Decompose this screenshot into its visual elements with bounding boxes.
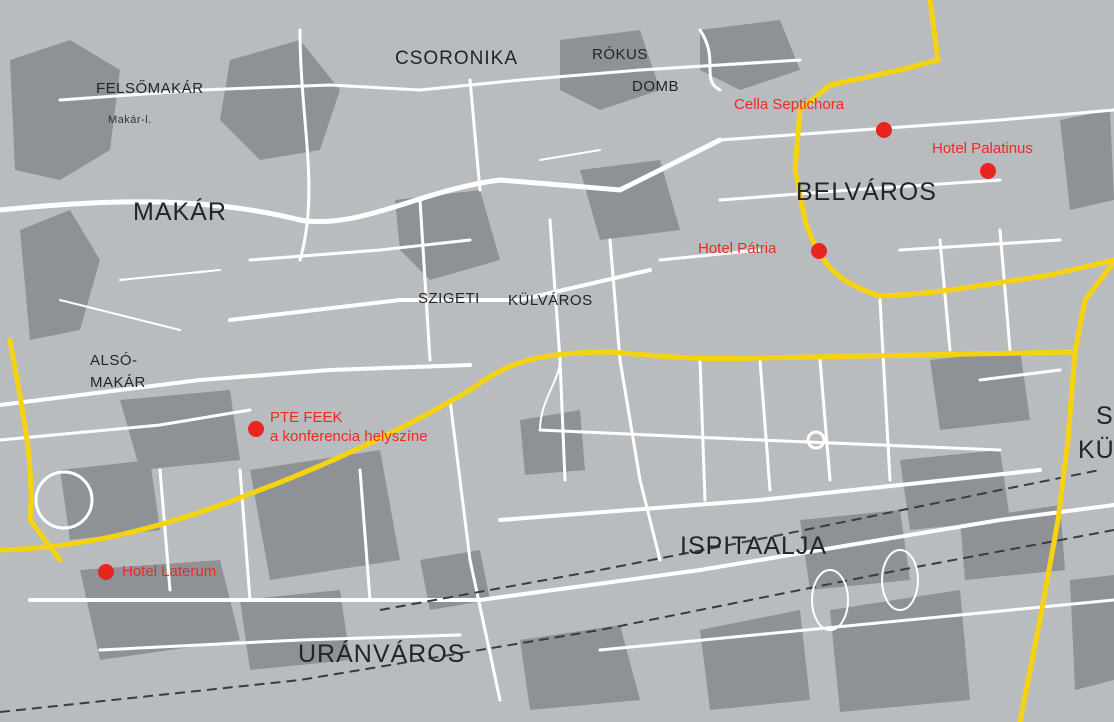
district-label-csoronika: CSORONIKA bbox=[395, 48, 519, 69]
district-label-ispitaalja: ISPITAALJA bbox=[680, 532, 828, 560]
poi-marker-palatinus[interactable] bbox=[980, 163, 996, 179]
streets bbox=[0, 28, 1114, 702]
poi-marker-cella[interactable] bbox=[876, 122, 892, 138]
poi-label-laterum[interactable]: Hotel Laterum bbox=[122, 563, 217, 580]
district-label-makar-l: Makár-l. bbox=[108, 114, 152, 126]
railway-line bbox=[0, 469, 1114, 713]
poi-marker-laterum[interactable] bbox=[98, 564, 114, 580]
district-label-kulvaros: KÜLVÁROS bbox=[508, 292, 593, 309]
poi-marker-patria[interactable] bbox=[811, 243, 827, 259]
district-label-also: ALSÓ- bbox=[90, 352, 138, 369]
district-label-edge-s: S bbox=[1096, 402, 1114, 430]
poi-label-feek-subtitle: a konferencia helyszíne bbox=[270, 428, 428, 445]
poi-label-cella[interactable]: Cella Septichora bbox=[734, 96, 845, 113]
district-label-edge-ku: KÜ bbox=[1078, 436, 1114, 464]
poi-label-patria[interactable]: Hotel Pátria bbox=[698, 240, 777, 257]
district-label-makar: MAKÁR bbox=[133, 198, 227, 226]
district-label-also-makar: MAKÁR bbox=[90, 374, 146, 391]
district-label-rokus: RÓKUS bbox=[592, 46, 648, 63]
district-label-felsomakar: FELSŐMAKÁR bbox=[96, 80, 204, 97]
building-blocks bbox=[10, 20, 1114, 712]
roundabout bbox=[34, 470, 94, 530]
district-label-szigeti: SZIGETI bbox=[418, 290, 480, 307]
district-label-domb: DOMB bbox=[632, 78, 679, 95]
poi-marker-feek[interactable] bbox=[248, 421, 264, 437]
district-label-uranvaros: URÁNVÁROS bbox=[298, 640, 466, 668]
district-label-belvaros: BELVÁROS bbox=[796, 178, 937, 206]
poi-label-feek[interactable]: PTE FEEK bbox=[270, 409, 343, 426]
poi-label-palatinus[interactable]: Hotel Palatinus bbox=[932, 140, 1033, 157]
